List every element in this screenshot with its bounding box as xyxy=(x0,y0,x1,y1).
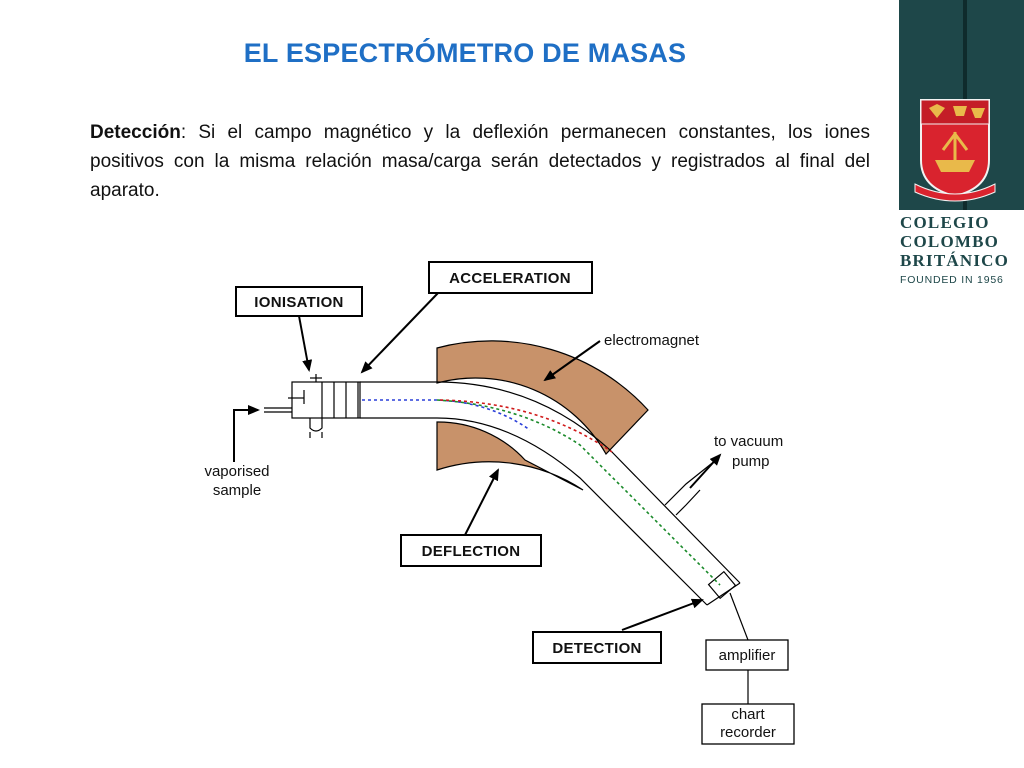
paragraph-text: : Si el campo magnético y la deflexión p… xyxy=(90,122,870,201)
electromagnet-arrow xyxy=(543,340,601,382)
slide-title: EL ESPECTRÓMETRO DE MASAS xyxy=(243,38,687,68)
school-crest xyxy=(914,99,996,202)
ionisation-arrow xyxy=(298,315,313,372)
ion-beams xyxy=(362,399,721,586)
deflection-label: DEFLECTION xyxy=(422,543,521,560)
amplifier-label: amplifier xyxy=(719,647,776,664)
deflection-box xyxy=(400,534,542,567)
electromagnet-label: electromagnet xyxy=(604,332,700,349)
paragraph-term: Detección xyxy=(90,122,181,143)
acceleration-label: ACCELERATION xyxy=(449,270,571,287)
brand-founded: FOUNDED IN 1956 xyxy=(900,274,1004,286)
flight-tube xyxy=(360,381,741,606)
acceleration-arrow xyxy=(360,292,439,374)
vacuum-label-line2: pump xyxy=(732,453,770,470)
detection-box xyxy=(532,631,662,664)
electromagnet-lower-pole xyxy=(436,421,584,491)
chart-recorder-label-line2: recorder xyxy=(720,724,776,741)
detector-wiring xyxy=(729,592,749,704)
brand-bar xyxy=(899,0,1024,210)
beam-green xyxy=(436,399,721,586)
brand-name-line1: COLEGIO xyxy=(900,213,990,232)
brand-name: COLEGIO COLOMBO BRITÁNICO xyxy=(900,213,1024,270)
ion-source xyxy=(264,374,361,438)
brand-name-line2: COLOMBO xyxy=(900,232,1000,251)
deflection-arrow xyxy=(464,468,499,536)
ionisation-label: IONISATION xyxy=(254,294,343,311)
acceleration-box xyxy=(428,261,593,294)
sample-label-line1: vaporised xyxy=(204,463,269,480)
detection-label: DETECTION xyxy=(552,640,641,657)
sample-arrow xyxy=(233,405,260,462)
vacuum-label-line1: to vacuum xyxy=(714,433,783,450)
electromagnet-upper-pole xyxy=(436,340,649,455)
chart-recorder-label-line1: chart xyxy=(731,706,765,723)
vacuum-arrow xyxy=(689,453,722,489)
slide-paragraph: Detección: Si el campo magnético y la de… xyxy=(90,118,870,205)
detection-arrow xyxy=(621,598,704,631)
sample-label-line2: sample xyxy=(213,482,261,499)
diagram-arrows xyxy=(233,292,722,631)
chart-recorder-box xyxy=(701,703,795,745)
amplifier-box xyxy=(705,639,789,671)
brand-name-line3: BRITÁNICO xyxy=(900,251,1010,270)
